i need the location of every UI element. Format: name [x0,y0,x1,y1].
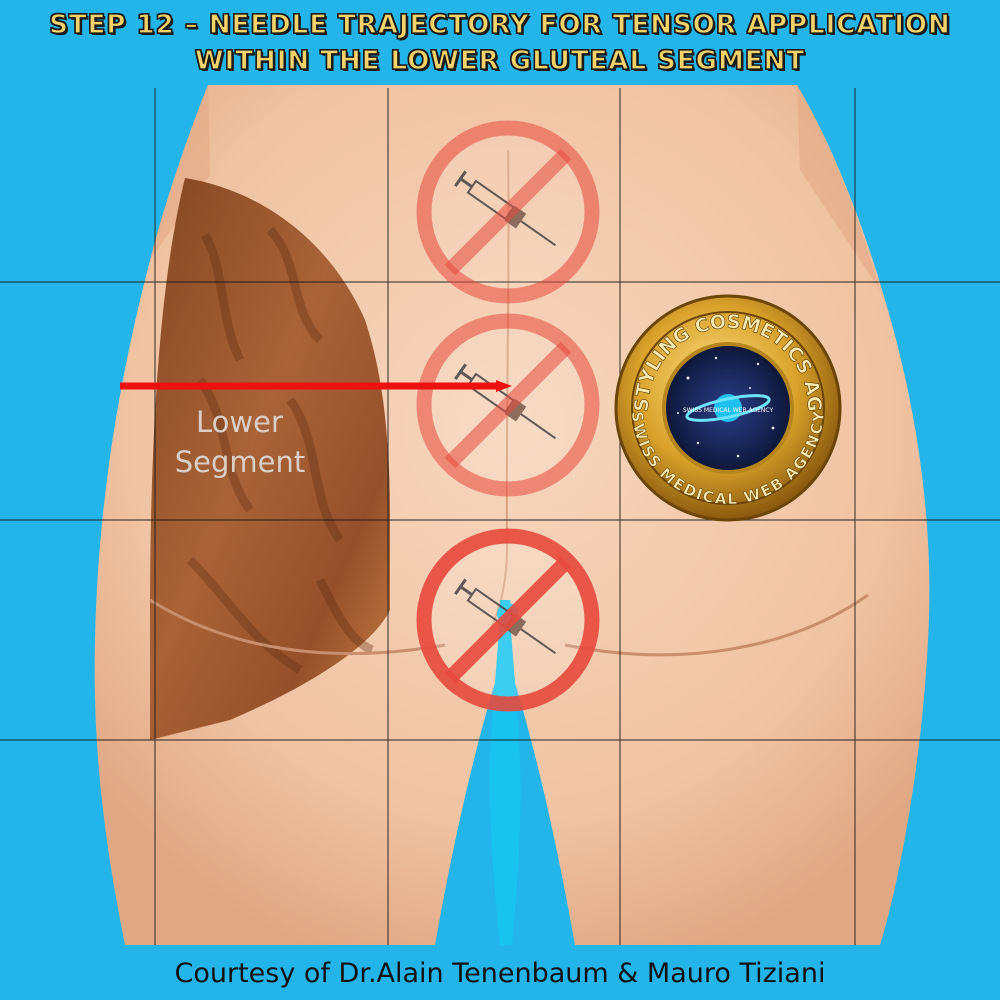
no-injection-icon [416,120,600,304]
prohibition-markers [416,120,600,712]
cleft-highlight [489,600,521,945]
image-credit: Courtesy of Dr.Alain Tenenbaum & Mauro T… [174,958,826,989]
region-label-line-1: Lower [196,405,283,439]
reference-grid [0,88,1000,945]
diagram-title-line-2: within the Lower Gluteal Segment [194,45,806,76]
intergluteal-cleft [489,149,510,631]
diagram-title-line-1: Step 12 – Needle Trajectory for Tensor A… [49,9,951,40]
region-label-line-2: Segment [174,445,306,479]
upper-left-shading [150,85,210,260]
right-gluteal-fold [564,593,869,657]
left-gluteal-fold [149,598,446,656]
agency-seal: STYLING COSMETICS AG SWISS MEDICAL WEB A… [614,294,842,522]
no-injection-icon [416,528,600,712]
upper-right-shading [797,85,880,290]
no-injection-icon [416,313,600,497]
region-texture [186,226,375,674]
needle-trajectory-tip [496,380,512,392]
lower-segment-region [150,178,390,740]
seal-inner-text: SWISS MEDICAL WEB AGENCY [683,407,774,414]
